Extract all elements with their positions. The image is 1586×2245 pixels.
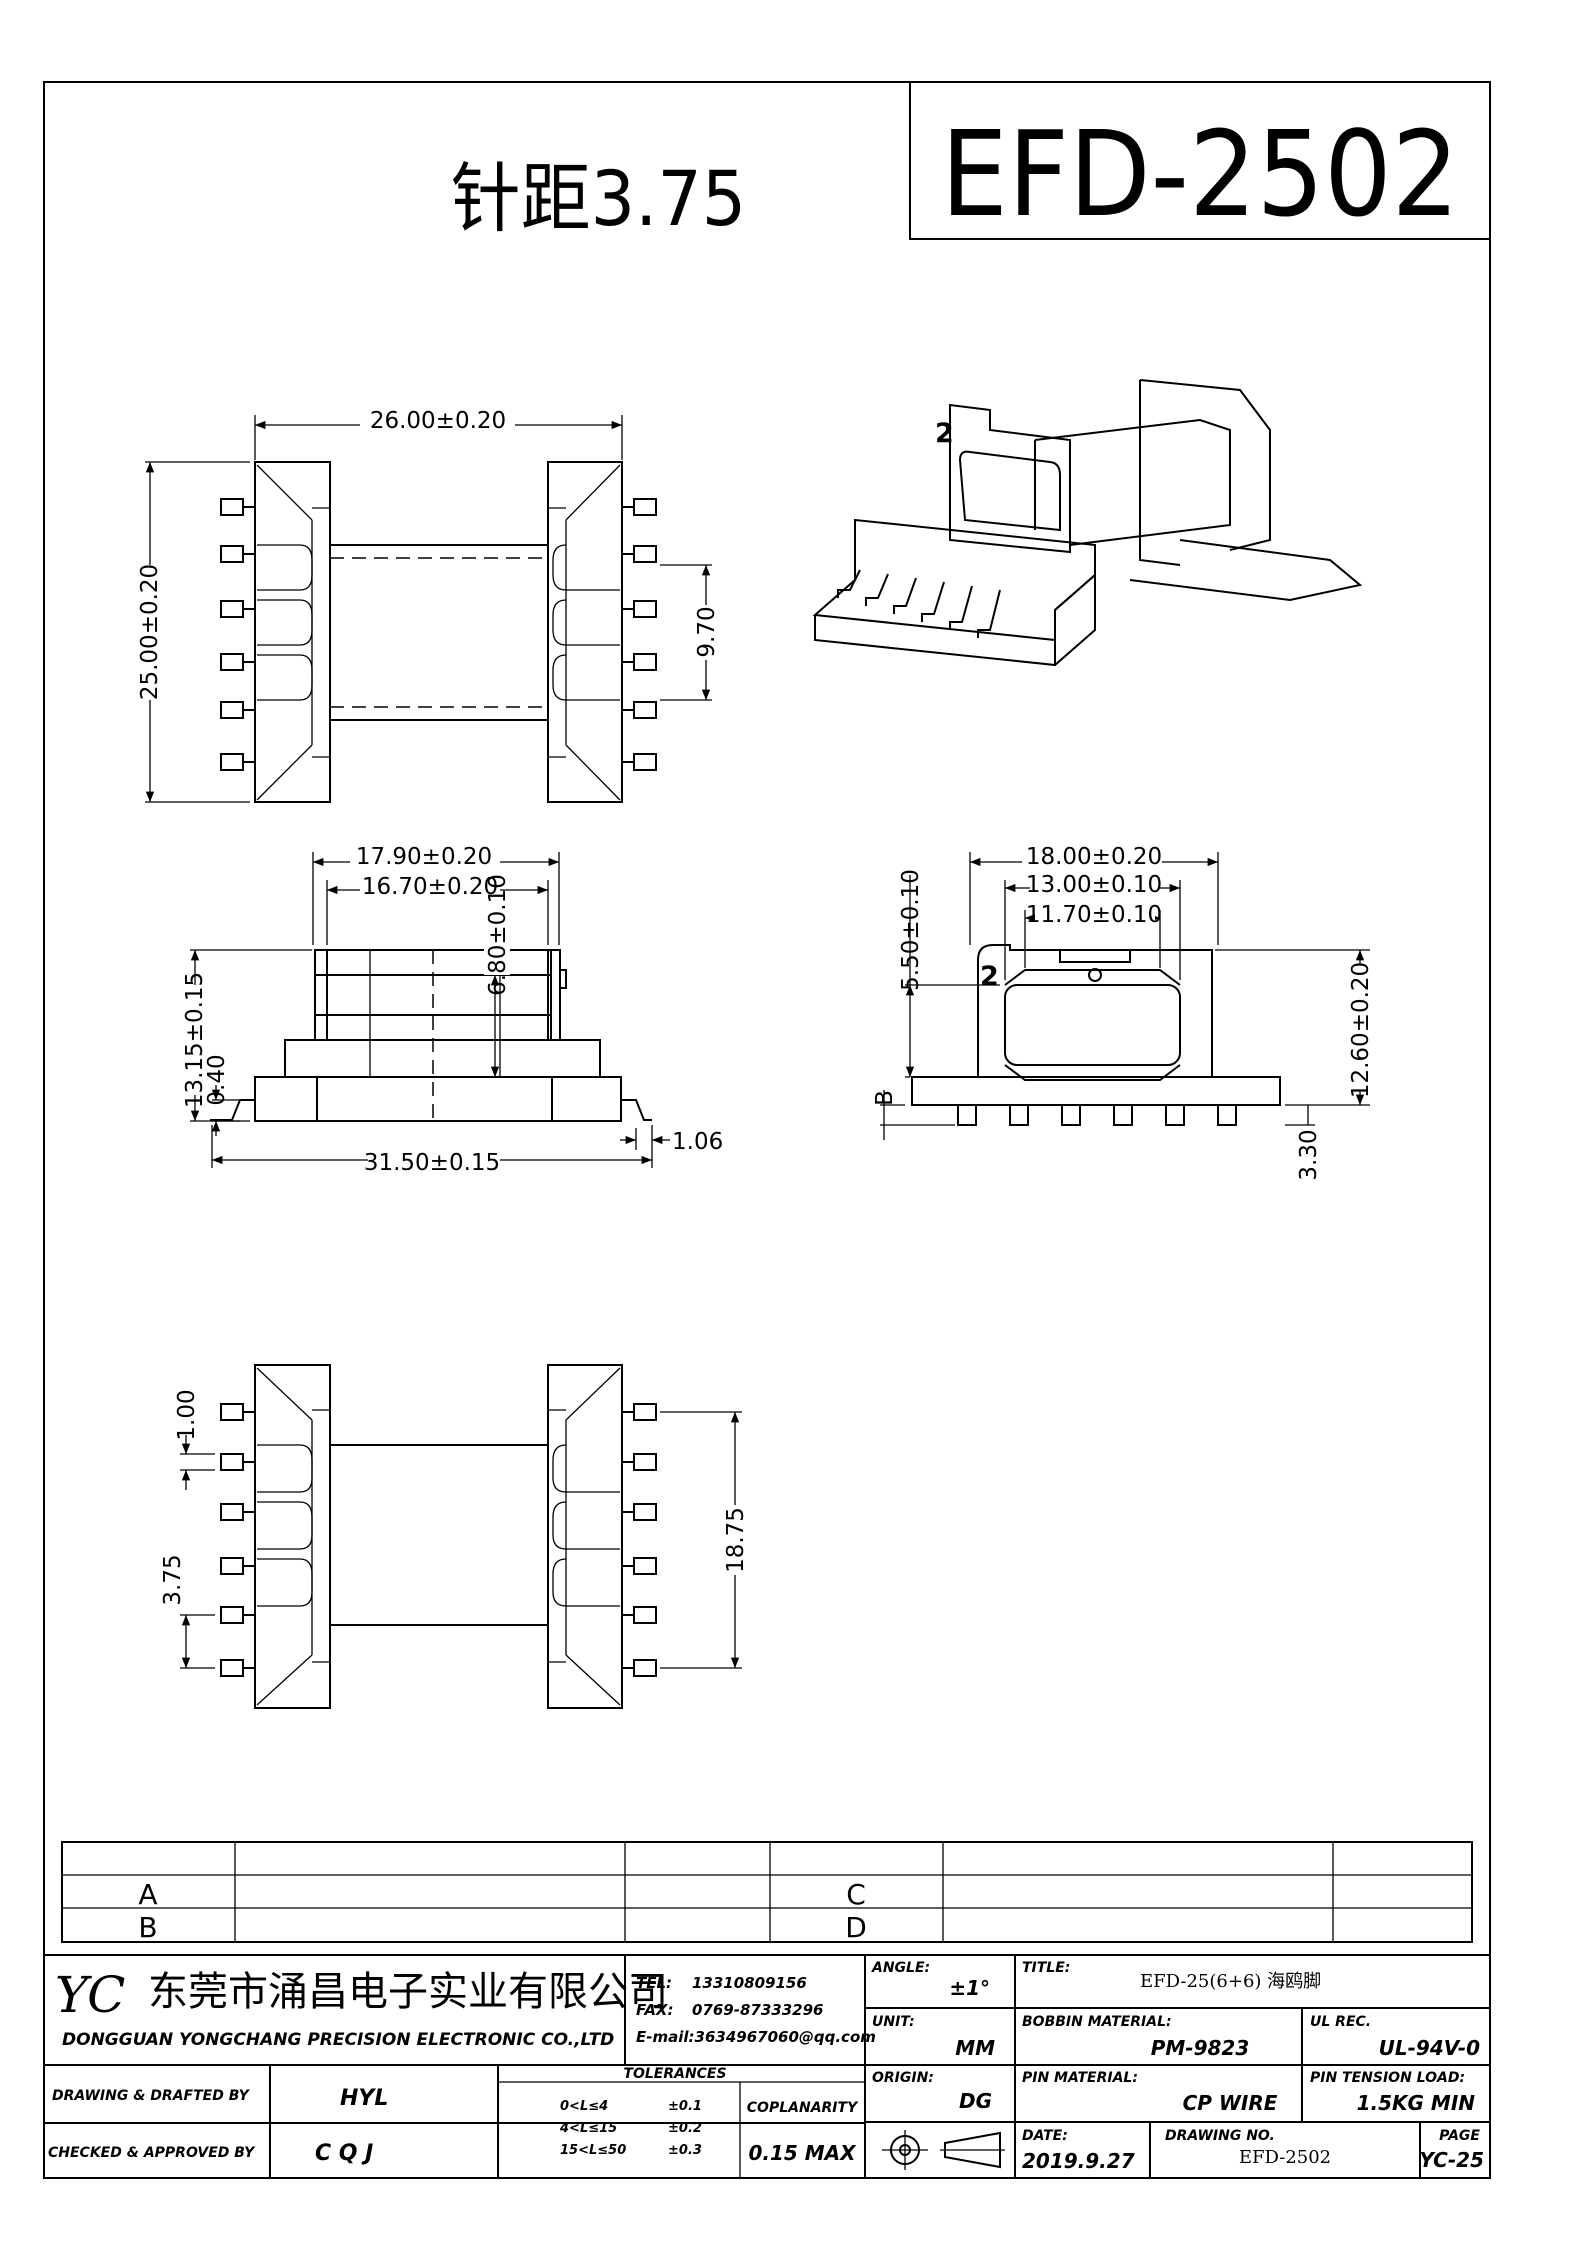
unit-value: MM bbox=[955, 2036, 995, 2060]
fax-value: 0769-87333296 bbox=[692, 2001, 823, 2019]
projection-symbol-icon bbox=[882, 2130, 1005, 2170]
dim-pin-off-side: 1.06 bbox=[672, 1129, 723, 1155]
coplanarity-value: 0.15 MAX bbox=[748, 2141, 857, 2165]
drafted-by-label: DRAWING & DRAFTED BY bbox=[52, 2088, 251, 2104]
part-number: EFD-2502 bbox=[941, 107, 1460, 244]
tel-label: TEL: bbox=[636, 1974, 672, 1992]
email-value: E-mail:3634967060@qq.com bbox=[636, 2028, 876, 2046]
page-value: YC-25 bbox=[1419, 2148, 1484, 2172]
tol-range-2: 4<L≤15 bbox=[559, 2121, 617, 2136]
origin-label: ORIGIN: bbox=[872, 2070, 934, 2086]
dim-height-top: 25.00±0.20 bbox=[137, 564, 163, 700]
part-number-box bbox=[909, 81, 1491, 240]
isometric-view: 2 bbox=[812, 379, 1363, 667]
drafted-by-value: HYL bbox=[340, 2086, 388, 2111]
dim-gap-top: 9.70 bbox=[694, 606, 720, 657]
revision-c: C bbox=[846, 1878, 866, 1911]
dim-total-w-side: 31.50±0.15 bbox=[364, 1150, 500, 1176]
dim-pitch-bottom: 3.75 bbox=[160, 1554, 186, 1605]
ul-label: UL REC. bbox=[1310, 2014, 1371, 2030]
checked-by-label: CHECKED & APPROVED BY bbox=[48, 2145, 256, 2161]
date-value: 2019.9.27 bbox=[1022, 2149, 1135, 2173]
angle-value: ±1° bbox=[949, 1976, 990, 2000]
tol-range-1: 0<L≤4 bbox=[560, 2099, 608, 2114]
company-name-cn: 东莞市涌昌电子实业有限公司 bbox=[148, 1969, 668, 2015]
tol-range-3: 15<L≤50 bbox=[560, 2143, 626, 2158]
pitch-label: 针距3.75 bbox=[451, 155, 746, 243]
pin-tension-label: PIN TENSION LOAD: bbox=[1310, 2070, 1465, 2086]
revision-table: A B C D bbox=[61, 1841, 1473, 1944]
coplanarity-label: COPLANARITY bbox=[747, 2100, 859, 2116]
dim-base-h-side: 0.40 bbox=[204, 1054, 230, 1105]
top-view: 26.00±0.20 25.00±0.20 9.70 bbox=[136, 405, 720, 803]
tol-val-3: ±0.3 bbox=[668, 2143, 702, 2158]
bottom-view: 1.00 3.75 18.75 bbox=[160, 1364, 749, 1709]
ul-value: UL-94V-0 bbox=[1379, 2036, 1480, 2060]
bobbin-label: BOBBIN MATERIAL: bbox=[1022, 2014, 1172, 2030]
drawing-no-label: DRAWING NO. bbox=[1165, 2128, 1275, 2144]
front-view: 2 18.00±0.20 13.00±0.10 11.70±0.10 5.50 bbox=[872, 843, 1374, 1181]
dim-width-top: 26.00±0.20 bbox=[370, 408, 506, 434]
dim-pin-h-front: 3.30 bbox=[1296, 1129, 1322, 1180]
tel-value: 13310809156 bbox=[692, 1974, 807, 1992]
title-label: TITLE: bbox=[1022, 1960, 1070, 1976]
flange-number-front: 2 bbox=[980, 961, 999, 992]
dim-inner-h-side: 6.80±0.10 bbox=[485, 874, 511, 996]
fax-label: FAX: bbox=[636, 2001, 674, 2019]
pin-tension-value: 1.5KG MIN bbox=[1357, 2091, 1476, 2115]
dim-b-front: B bbox=[872, 1090, 898, 1106]
origin-value: DG bbox=[959, 2089, 992, 2113]
angle-label: ANGLE: bbox=[871, 1960, 930, 1976]
company-logo: YC bbox=[55, 1966, 125, 2024]
unit-label: UNIT: bbox=[872, 2014, 915, 2030]
revision-a: A bbox=[138, 1878, 157, 1911]
dim-w3-front: 11.70±0.10 bbox=[1026, 902, 1162, 928]
bobbin-value: PM-9823 bbox=[1151, 2036, 1250, 2060]
pin-material-value: CP WIRE bbox=[1183, 2091, 1278, 2115]
dim-window-h-front: 5.50±0.10 bbox=[898, 869, 924, 991]
tolerances-label: TOLERANCES bbox=[623, 2066, 726, 2082]
dim-w2-side: 16.70±0.20 bbox=[362, 874, 498, 900]
tol-val-1: ±0.1 bbox=[668, 2099, 702, 2114]
dim-span-bottom: 18.75 bbox=[723, 1507, 749, 1573]
title-value: EFD-25(6+6) 海鸥脚 bbox=[1140, 1971, 1321, 1992]
flange-number-iso: 2 bbox=[935, 418, 954, 449]
dim-w1-side: 17.90±0.20 bbox=[356, 844, 492, 870]
border-frame bbox=[43, 81, 1491, 2179]
dim-pin-w-bottom: 1.00 bbox=[174, 1389, 200, 1440]
dim-w1-front: 18.00±0.20 bbox=[1026, 844, 1162, 870]
drawing-no-value: EFD-2502 bbox=[1239, 2147, 1331, 2168]
pin-material-label: PIN MATERIAL: bbox=[1022, 2070, 1138, 2086]
checked-by-value: C Q J bbox=[315, 2141, 373, 2166]
date-label: DATE: bbox=[1022, 2128, 1068, 2144]
page-label: PAGE bbox=[1439, 2128, 1480, 2144]
title-block: YC 东莞市涌昌电子实业有限公司 DONGGUAN YONGCHANG PREC… bbox=[44, 1954, 1490, 2178]
dim-w2-front: 13.00±0.10 bbox=[1026, 872, 1162, 898]
revision-b: B bbox=[138, 1911, 157, 1944]
revision-d: D bbox=[845, 1911, 867, 1944]
side-view: 17.90±0.20 16.70±0.20 6.80±0.10 13.15±0.… bbox=[182, 843, 723, 1176]
dim-total-h-front: 12.60±0.20 bbox=[1348, 962, 1374, 1098]
tol-val-2: ±0.2 bbox=[668, 2121, 702, 2136]
dim-total-h-side: 13.15±0.15 bbox=[182, 972, 208, 1108]
company-name-en: DONGGUAN YONGCHANG PRECISION ELECTRONIC … bbox=[62, 2030, 614, 2050]
